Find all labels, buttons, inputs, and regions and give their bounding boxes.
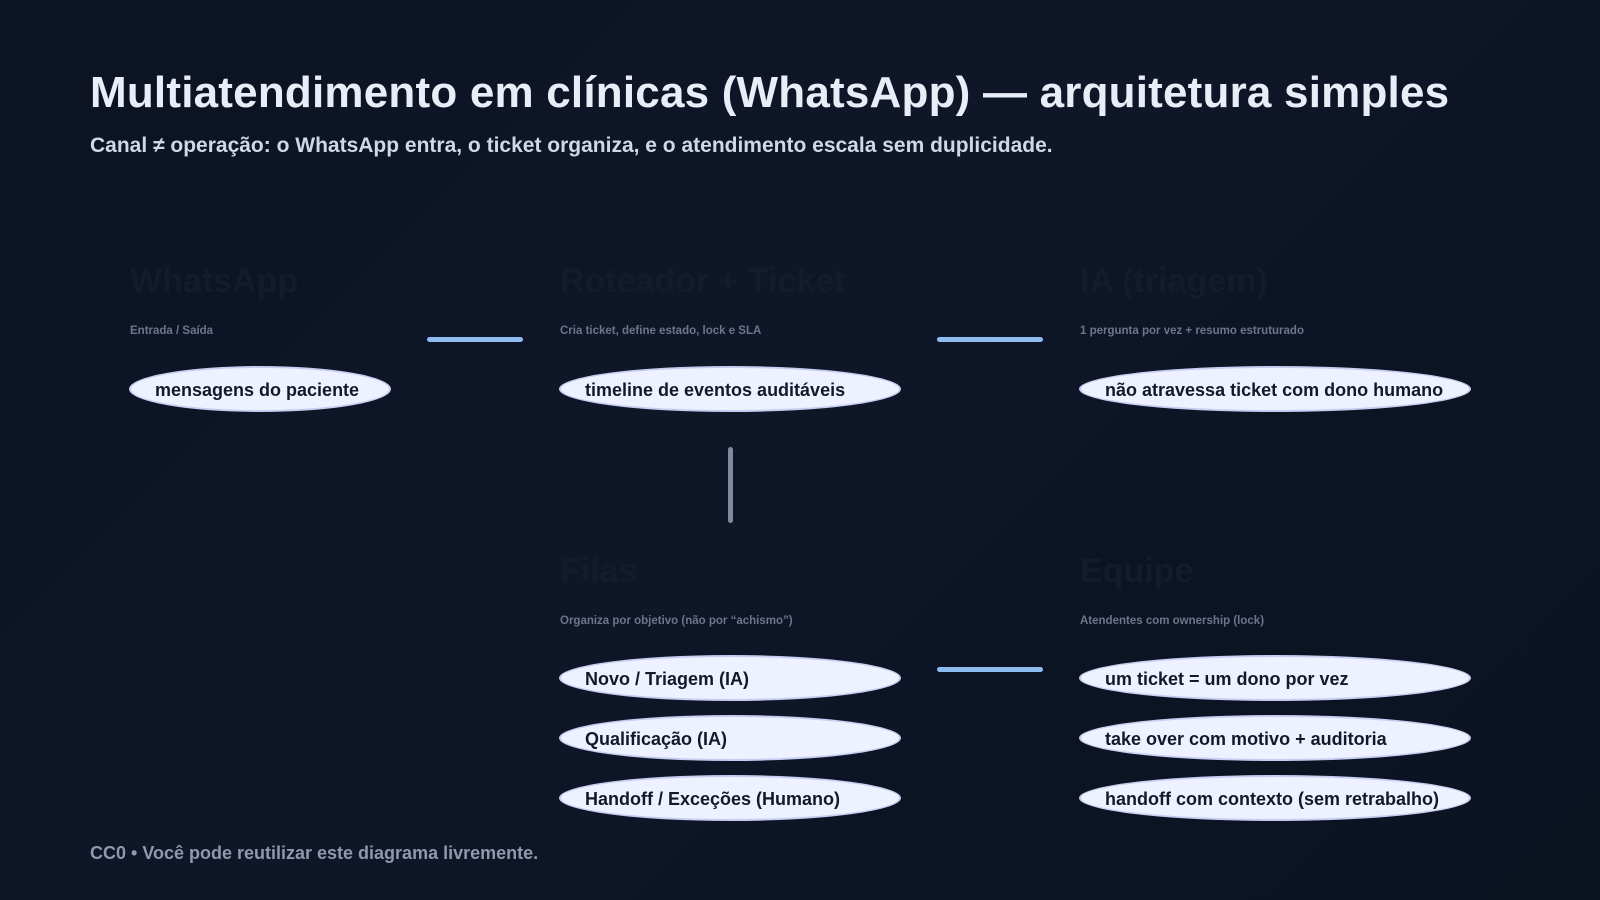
node-ia-title: IA (triagem): [1080, 262, 1268, 300]
page-title: Multiatendimento em clínicas (WhatsApp) …: [90, 68, 1450, 117]
node-ia-subtitle: 1 pergunta por vez + resumo estruturado: [1080, 325, 1304, 337]
node-filas-item: Handoff / Exceções (Humano): [559, 775, 901, 821]
node-whatsapp-subtitle: Entrada / Saída: [130, 325, 214, 337]
page-subtitle: Canal ≠ operação: o WhatsApp entra, o ti…: [90, 134, 1053, 157]
node-filas-item: Qualificação (IA): [559, 715, 901, 761]
node-filas-title: Filas: [560, 552, 638, 590]
node-filas-subtitle: Organiza por objetivo (não por “achismo”…: [560, 615, 793, 627]
node-equipe-item: um ticket = um dono por vez: [1079, 655, 1471, 701]
node-ia-item: não atravessa ticket com dono humano: [1079, 366, 1471, 412]
connector-whatsapp-router: [427, 337, 523, 342]
connector-router-ia: [937, 337, 1043, 342]
connector-filas-equipe: [937, 667, 1043, 672]
node-router-subtitle: Cria ticket, define estado, lock e SLA: [560, 325, 762, 337]
node-filas-item: Novo / Triagem (IA): [559, 655, 901, 701]
node-equipe-subtitle: Atendentes com ownership (lock): [1080, 615, 1265, 627]
node-whatsapp-title: WhatsApp: [130, 262, 299, 300]
node-equipe-title: Equipe: [1080, 552, 1194, 590]
connector-router-filas: [728, 447, 733, 523]
node-router-title: Roteador + Ticket: [560, 262, 846, 300]
node-router-item: timeline de eventos auditáveis: [559, 366, 901, 412]
node-equipe-item: handoff com contexto (sem retrabalho): [1079, 775, 1471, 821]
node-equipe-item: take over com motivo + auditoria: [1079, 715, 1471, 761]
node-whatsapp-item: mensagens do paciente: [129, 366, 391, 412]
footer-license: CC0 • Você pode reutilizar este diagrama…: [90, 843, 539, 863]
